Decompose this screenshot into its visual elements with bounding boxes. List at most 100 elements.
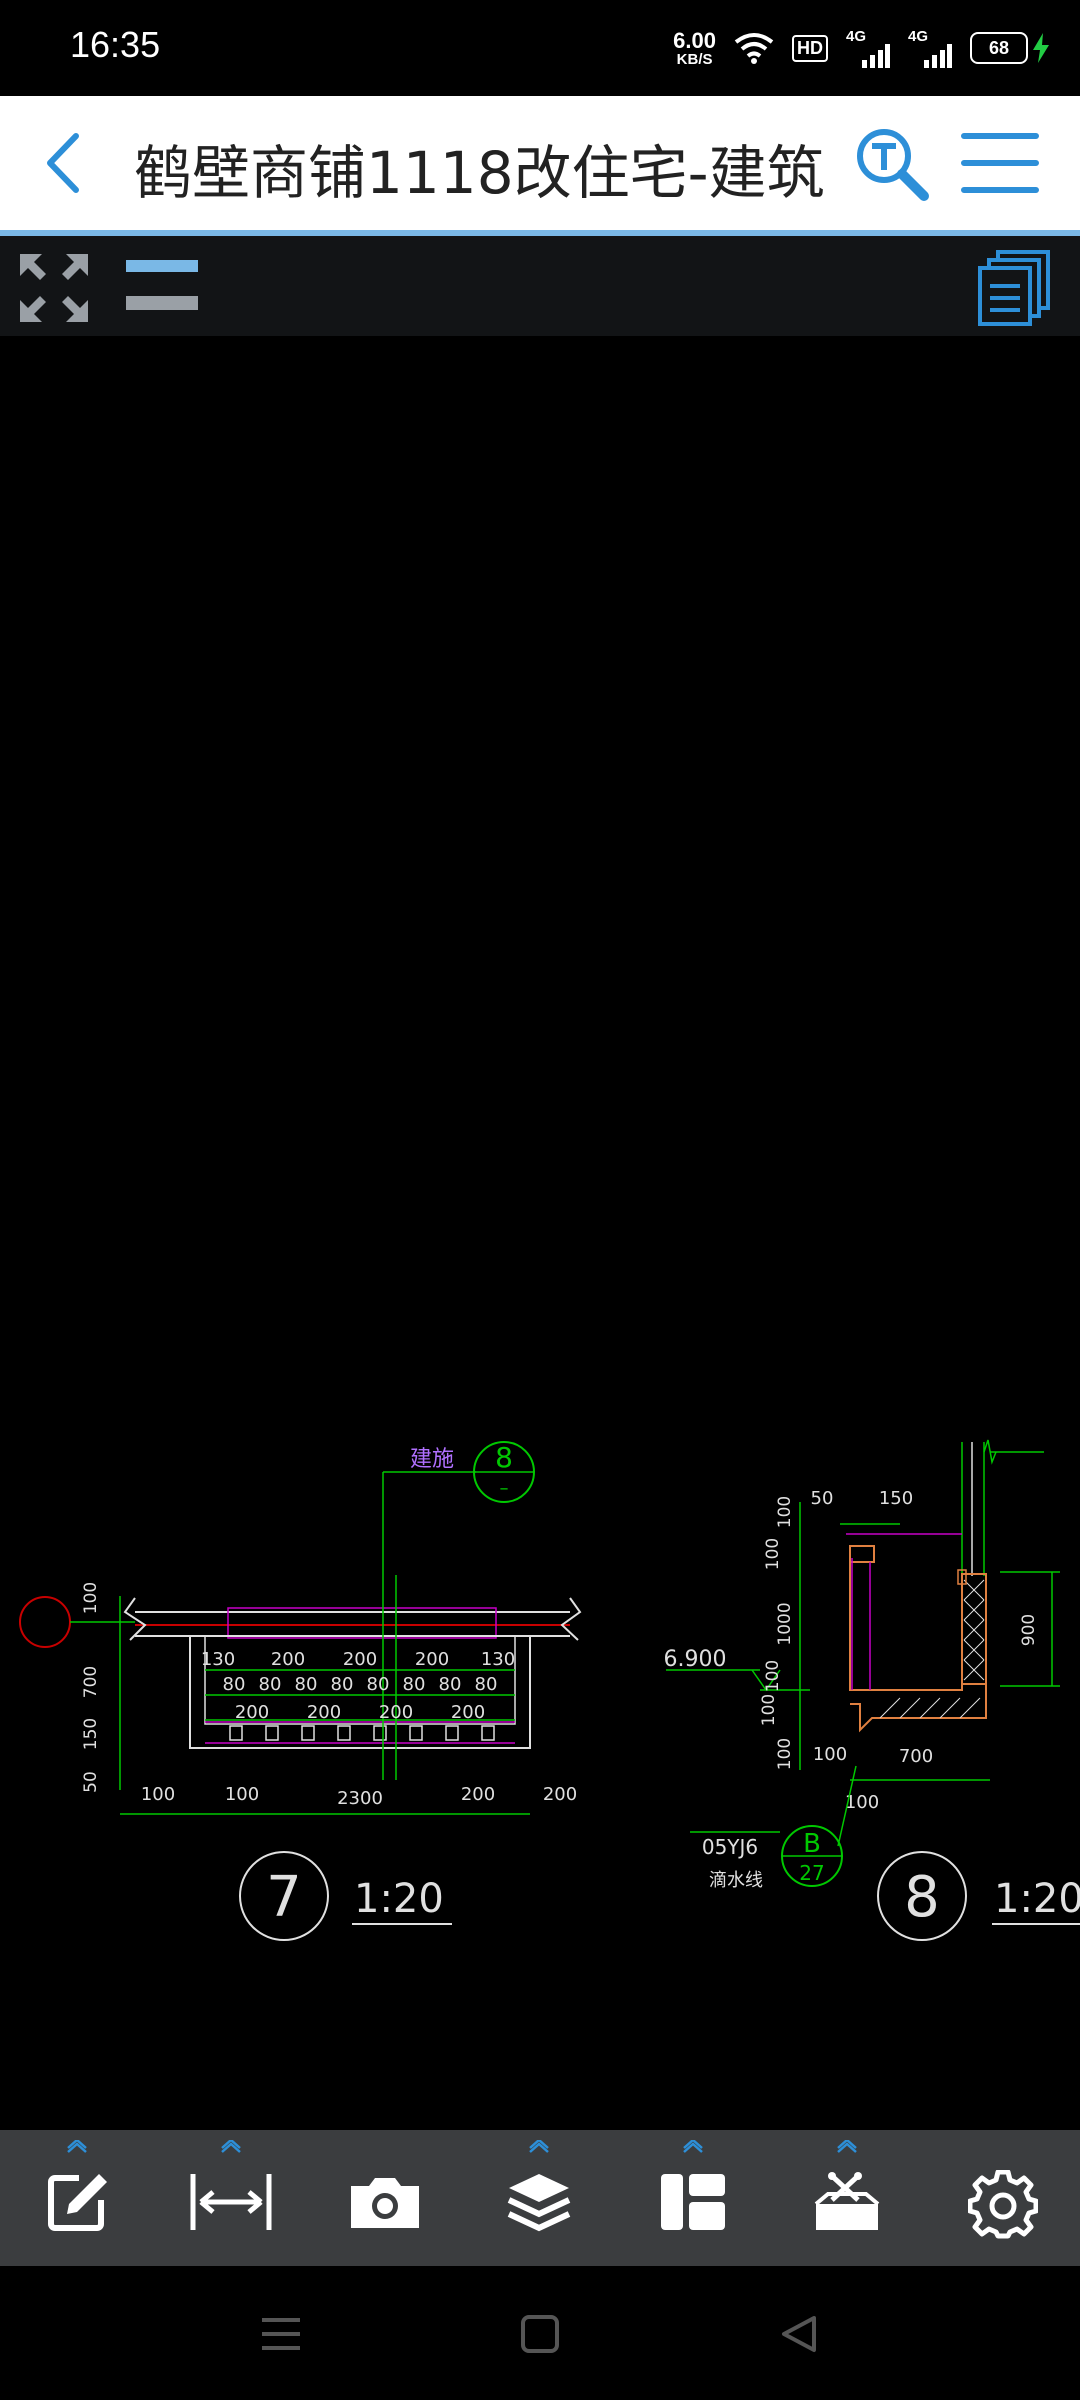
dim-80: 80 [295, 1674, 318, 1695]
charging-icon [1033, 33, 1049, 63]
signal-sim2-label: 4G [908, 28, 929, 45]
detail-8-scale: 1:20 [994, 1876, 1080, 1922]
dim-left-1000: 1000 [775, 1602, 795, 1645]
dim-80: 80 [475, 1674, 498, 1695]
dim-150: 150 [879, 1488, 913, 1509]
network-speed-unit: KB/S [676, 50, 713, 68]
dim-left-100: 100 [759, 1694, 779, 1726]
title-divider [0, 230, 1080, 236]
dim-80: 80 [259, 1674, 282, 1695]
cad-drawing[interactable]: 建施 8 – 130 200 200 200 130 80 80 80 80 8… [0, 336, 1080, 2130]
dim-bottom-2300: 2300 [337, 1788, 383, 1809]
network-speed: 6.00 KB/S [673, 27, 716, 68]
dim-bottom-200-a: 200 [461, 1784, 495, 1805]
status-time: 16:35 [70, 24, 161, 65]
ref-letter: B [803, 1829, 821, 1859]
hd-voice-icon: HD [792, 34, 828, 62]
dim-200-lower-d: 200 [451, 1702, 485, 1723]
note-jianshi: 建施 [410, 1447, 454, 1472]
dim-left-50: 50 [81, 1771, 101, 1793]
camera-tool-button[interactable] [308, 2130, 462, 2266]
dim-900: 900 [1019, 1614, 1039, 1646]
settings-icon [968, 2170, 1038, 2239]
callout-8-sheet: – [500, 1478, 509, 1499]
tools-tool-button[interactable] [770, 2130, 924, 2266]
pages-list-icon[interactable] [978, 250, 1052, 326]
tools-icon [814, 2172, 880, 2230]
expand-up-icon[interactable] [528, 2140, 550, 2154]
detail-7-number: 7 [266, 1865, 302, 1930]
dim-80: 80 [223, 1674, 246, 1695]
title-bar: 鹤壁商铺1118改住宅-建筑 [0, 96, 1080, 230]
dim-bottom-200-b: 200 [543, 1784, 577, 1805]
dim-100-b: 100 [845, 1792, 879, 1813]
dim-left-100: 100 [775, 1738, 795, 1770]
dim-50: 50 [811, 1488, 834, 1509]
ref-page: 27 [799, 1861, 824, 1885]
layers-icon [507, 2174, 571, 2232]
settings-tool-button[interactable] [926, 2130, 1080, 2266]
menu-button[interactable] [960, 130, 1040, 196]
dim-130-left: 130 [201, 1649, 235, 1670]
dim-200-c: 200 [415, 1649, 449, 1670]
ref-description: 滴水线 [709, 1870, 763, 1891]
dim-80: 80 [439, 1674, 462, 1695]
dim-130-right: 130 [481, 1649, 515, 1670]
signal-icon-sim2: 4G [908, 28, 952, 68]
detail-8-number: 8 [904, 1865, 940, 1930]
status-icons: 6.00 KB/S HD 4G 4G 68 [673, 20, 1050, 76]
back-nav-button[interactable] [774, 2312, 824, 2356]
signal-sim1-label: 4G [846, 28, 867, 45]
wifi-icon [734, 33, 774, 64]
detail-8: 50 150 6.900 100 700 100 100 100 1000 10… [664, 1439, 1080, 1941]
dim-100-a: 100 [813, 1744, 847, 1765]
signal-icon-sim1: 4G [846, 28, 890, 68]
dim-left-150: 150 [81, 1718, 101, 1750]
dim-left-100: 100 [763, 1660, 783, 1692]
edit-tool-button[interactable] [0, 2130, 154, 2266]
expand-up-icon[interactable] [836, 2140, 858, 2154]
network-speed-value: 6.00 [673, 27, 716, 53]
detail-7: 建施 8 – 130 200 200 200 130 80 80 80 80 8… [19, 1441, 582, 1941]
text-search-button[interactable] [852, 124, 932, 204]
back-button[interactable] [36, 128, 96, 198]
dim-left-100: 100 [81, 1582, 101, 1614]
elevation-label: 6.900 [664, 1647, 727, 1672]
dim-700: 700 [899, 1746, 933, 1767]
layout-icon [661, 2174, 725, 2230]
home-button[interactable] [515, 2312, 565, 2356]
dim-bottom-100-b: 100 [225, 1784, 259, 1805]
dim-80: 80 [331, 1674, 354, 1695]
axis-bubble [19, 1596, 71, 1648]
dim-left-100: 100 [763, 1538, 783, 1570]
layers-tool-button[interactable] [462, 2130, 616, 2266]
dim-80: 80 [367, 1674, 390, 1695]
callout-8-number: 8 [495, 1441, 513, 1474]
dim-left-700: 700 [81, 1666, 101, 1698]
dim-200-b: 200 [343, 1649, 377, 1670]
view-toolbar [0, 236, 1080, 336]
dim-200-lower-c: 200 [379, 1702, 413, 1723]
fit-screen-icon[interactable] [18, 252, 90, 324]
expand-up-icon[interactable] [682, 2140, 704, 2154]
status-bar: 16:35 6.00 KB/S HD 4G 4G 68 [0, 0, 1080, 96]
drawing-canvas[interactable]: 建施 8 – 130 200 200 200 130 80 80 80 80 8… [0, 336, 1080, 2130]
layout-tool-button[interactable] [616, 2130, 770, 2266]
dim-left-100: 100 [775, 1496, 795, 1528]
measure-icon [190, 2174, 272, 2230]
measure-tool-button[interactable] [154, 2130, 308, 2266]
bottom-toolbar [0, 2130, 1080, 2266]
ref-standard: 05YJ6 [702, 1835, 758, 1859]
battery-icon: 68 [970, 32, 1050, 64]
system-nav-bar [0, 2266, 1080, 2400]
recent-apps-button[interactable] [256, 2312, 306, 2356]
edit-icon [48, 2174, 107, 2231]
layout-switch-icon[interactable] [124, 256, 200, 316]
dim-200-lower-b: 200 [307, 1702, 341, 1723]
dim-200-lower-a: 200 [235, 1702, 269, 1723]
drawing-title: 鹤壁商铺1118改住宅-建筑 [134, 139, 825, 207]
dim-bottom-100-a: 100 [141, 1784, 175, 1805]
expand-up-icon[interactable] [66, 2140, 88, 2154]
expand-up-icon[interactable] [220, 2140, 242, 2154]
detail-7-scale: 1:20 [354, 1876, 444, 1922]
